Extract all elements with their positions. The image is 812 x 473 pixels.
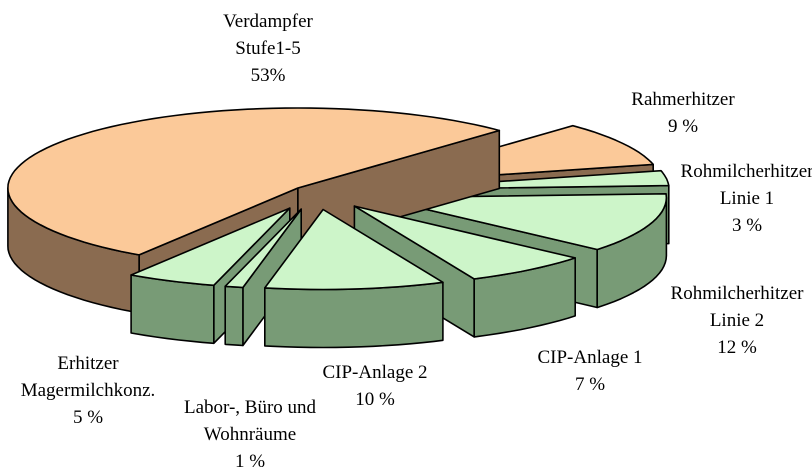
slice-label-value: 3 % <box>731 215 763 236</box>
slice-label-line: CIP-Anlage 2 <box>322 362 428 383</box>
slice-label-line: CIP-Anlage 1 <box>537 347 643 368</box>
slice-label-line: Linie 2 <box>709 310 765 331</box>
slice-label-line: Rohmilcherhitzer <box>670 283 804 304</box>
slice-label-cip-anlage-1: CIP-Anlage 1 7 % <box>537 344 642 398</box>
slice-label-labor-buero-wohnraeume: Labor-, Büro und Wohnräume 1 % <box>184 394 316 473</box>
slice-label-rahmerhitzer: Rahmerhitzer 9 % <box>631 86 734 140</box>
slice-label-line: Erhitzer <box>57 353 119 374</box>
slice-label-value: 7 % <box>574 374 606 395</box>
slice-label-value: 1 % <box>234 451 266 472</box>
slice-label-erhitzer-magermilchkonz: Erhitzer Magermilchkonz. 5 % <box>21 350 156 431</box>
slice-label-value: 53% <box>250 65 286 86</box>
slice-label-line: Linie 1 <box>719 188 775 209</box>
slice-label-value: 12 % <box>717 337 757 358</box>
slice-label-verdampfer: Verdampfer Stufe1-5 53% <box>223 8 313 89</box>
slice-label-cip-anlage-2: CIP-Anlage 2 10 % <box>322 359 427 413</box>
slice-label-rohmilcherhitzer-linie-1: Rohmilcherhitzer Linie 1 3 % <box>681 158 812 239</box>
slice-label-line: Wohnräume <box>203 424 297 445</box>
slice-label-line: Rahmerhitzer <box>631 89 735 110</box>
slice-label-line: Magermilchkonz. <box>20 380 156 401</box>
slice-label-line: Verdampfer <box>223 11 313 32</box>
pie-slice-cip-anlage-2 <box>264 208 444 349</box>
slice-label-value: 10 % <box>355 389 395 410</box>
slice-label-line: Labor-, Büro und <box>183 397 317 418</box>
slice-label-rohmilcherhitzer-linie-2: Rohmilcherhitzer Linie 2 12 % <box>671 280 804 361</box>
slice-label-value: 9 % <box>667 116 699 137</box>
slice-label-line: Stufe1-5 <box>235 38 301 59</box>
slice-label-line: Rohmilcherhitzer <box>680 161 812 182</box>
slice-label-value: 5 % <box>72 407 104 428</box>
